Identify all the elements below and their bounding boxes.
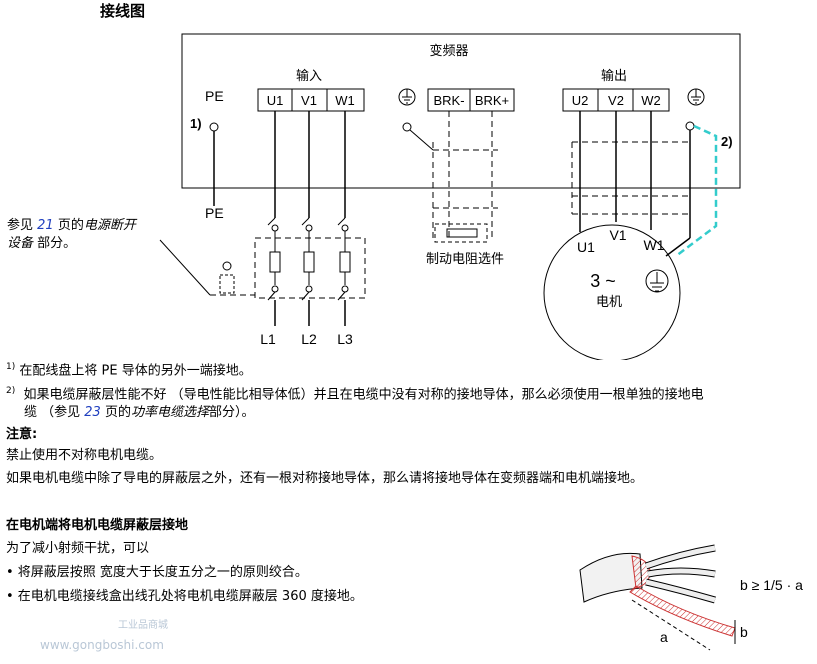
terminal-brk-minus: BRK-: [433, 93, 464, 108]
input-terminal-block: [257, 88, 365, 112]
motor-terminal-u1: U1: [577, 239, 595, 255]
mains-disconnect: [159, 217, 366, 326]
motor-label: 电机: [596, 294, 622, 309]
terminal-v2: V2: [608, 93, 624, 108]
pe-bottom-label: PE: [205, 205, 224, 221]
output-pe-terminal: [685, 121, 695, 131]
wiring-diagram: 变频器 输入 输出 PE 1) PE U1 V1 W1 L1 L2 L3: [159, 33, 741, 360]
pe-top-label: PE: [205, 88, 224, 104]
disconnect-page-link[interactable]: 21: [37, 218, 54, 233]
input-label: 输入: [296, 68, 322, 83]
ground-symbol-brake-icon: [398, 88, 416, 106]
disconnect-note: 参见 21 页的电源断开 设备 部分。: [7, 218, 136, 251]
shield-section-title: 在电机端将电机电缆屏蔽层接地: [6, 518, 189, 533]
motor-ground-icon: [645, 269, 669, 293]
terminal-w2: W2: [641, 93, 661, 108]
shield-bullet-1: • 将屏蔽层按照 宽度大于长度五分之一的原则绞合。: [6, 565, 308, 580]
shield-pigtail: [629, 585, 736, 637]
line-l3: L3: [337, 331, 353, 347]
terminal-w1: W1: [335, 93, 355, 108]
shield-intro: 为了减小射频干扰，可以: [6, 541, 150, 556]
note1-marker: 1): [190, 116, 202, 131]
terminal-v1: V1: [301, 93, 317, 108]
brake-option-label: 制动电阻选件: [426, 251, 504, 266]
terminal-u2: U2: [572, 93, 589, 108]
ground-symbol-output-icon: [687, 88, 705, 106]
attention-line-1: 禁止使用不对称电机电缆。: [6, 448, 163, 463]
output-label: 输出: [601, 68, 627, 83]
motor-phase: 3 ~: [590, 271, 616, 291]
pe-terminal: [209, 122, 219, 132]
brake-terminal-block: [427, 88, 515, 112]
line-l1: L1: [260, 331, 276, 347]
note-2: 2) 如果电缆屏蔽层性能不好 （导电性能比相导体低）并且在电缆中没有对称的接地导…: [6, 386, 704, 421]
formula: b ≥ 1/5 · a: [740, 577, 803, 593]
line-l2: L2: [301, 331, 317, 347]
watermark-url: www.gongboshi.com: [40, 638, 164, 652]
attention-line-2: 如果电机电缆中除了导电的屏蔽层之外，还有一根对称接地导体，那么请将接地导体在变频…: [6, 471, 644, 486]
terminal-u1: U1: [267, 93, 284, 108]
drive-frame: [181, 33, 741, 189]
note2-marker: 2): [721, 134, 733, 149]
cable-page-link[interactable]: 23: [84, 405, 101, 421]
page-title: 接线图: [100, 2, 146, 20]
label-a: a: [660, 629, 668, 645]
note-1: 1) 在配线盘上将 PE 导体的另外一端接地。: [6, 362, 252, 379]
motor-circle: [543, 224, 681, 360]
shield-bullet-2: • 在电机电缆接线盒出线孔处将电机电缆屏蔽层 360 度接地。: [6, 589, 363, 604]
separate-pe-cable: [675, 124, 718, 257]
motor-terminal-v1: V1: [609, 227, 626, 243]
drive-label: 变频器: [429, 43, 468, 58]
terminal-brk-plus: BRK+: [475, 93, 509, 108]
label-b: b: [740, 624, 748, 640]
attention-title: 注意:: [6, 427, 38, 442]
motor-terminal-w1: W1: [644, 237, 665, 253]
watermark-brand: 工业品商城: [118, 620, 168, 631]
cable-shield-illustration: a b b ≥ 1/5 · a: [579, 544, 803, 651]
